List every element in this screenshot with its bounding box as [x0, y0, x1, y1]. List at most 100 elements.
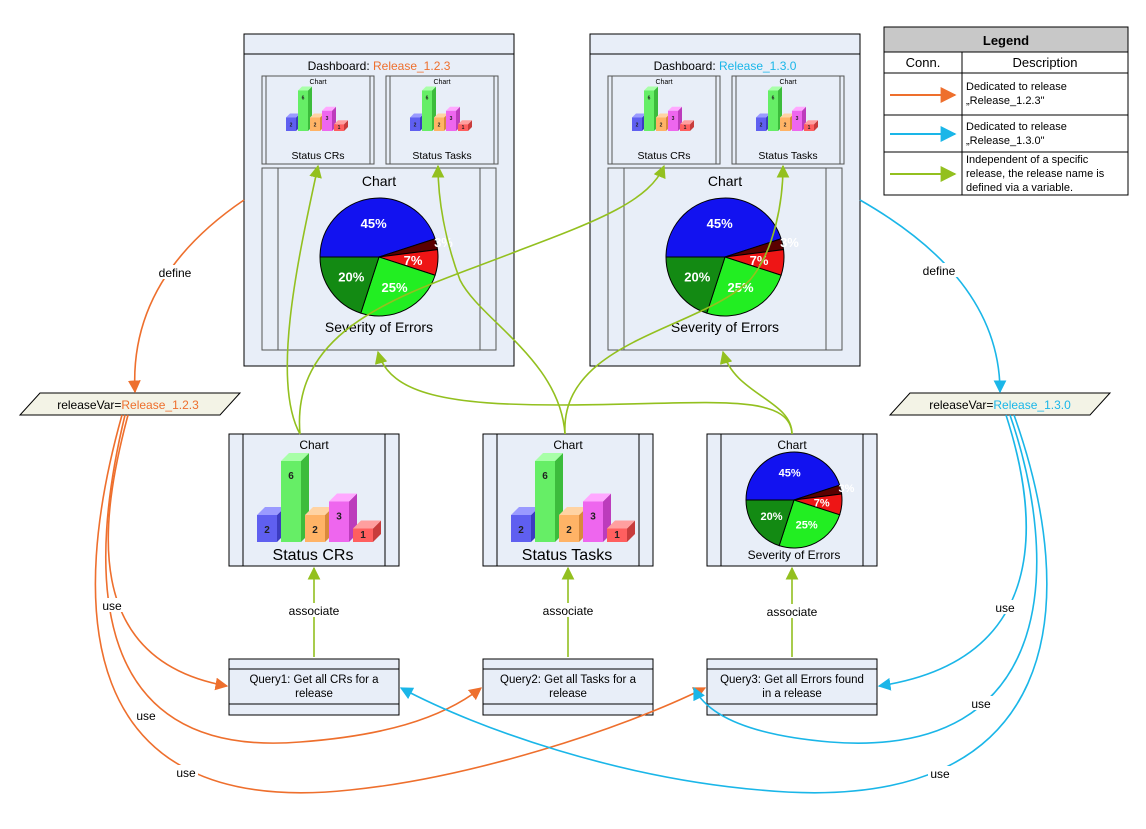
connector-use-123-q3[interactable] [94, 414, 707, 794]
chart-severity-errors[interactable]: Chart 45%3%7%25%20% Severity of Errors [706, 433, 878, 567]
legend: Legend Conn. Description Dedicated to re… [883, 26, 1129, 196]
bar-3: 2 [559, 507, 587, 542]
bar-value-label: 2 [438, 123, 441, 129]
label-use: use [176, 766, 196, 780]
mini-chart-title: Status CRs [637, 150, 690, 162]
connector-severity-to-dash1[interactable] [374, 350, 793, 435]
bar-5: 1 [353, 520, 381, 542]
pie-slice-1 [319, 197, 436, 258]
query-2-line-1: Query2: Get all Tasks for a [500, 674, 637, 686]
bar-top [434, 113, 448, 118]
bar-top [410, 113, 424, 118]
connector-use-130-q2[interactable] [693, 414, 1038, 744]
bar-1: 2 [511, 507, 539, 542]
bar-top [511, 507, 539, 515]
variable-release-130[interactable]: releaseVar=Release_1.3.0 [888, 392, 1112, 416]
bar-value-label: 3 [796, 116, 799, 122]
bar-top [322, 106, 336, 111]
connector-use-123-q2[interactable] [105, 414, 483, 744]
connector-use-123-q1[interactable] [107, 414, 229, 691]
chart-header: Chart [553, 438, 583, 452]
bar-top [353, 520, 381, 529]
connector-use-130-q3[interactable] [877, 414, 1027, 691]
bar-top [559, 507, 587, 515]
bar-front [768, 90, 778, 131]
dashboard-2-prefix: Dashboard: [654, 59, 719, 73]
dashboard-pie-frame[interactable]: Chart 45%3%7%25%20% Severity of Errors [261, 167, 497, 351]
bar-chart: 2 6 2 31 [257, 453, 381, 542]
bar-1: 2 [257, 507, 285, 542]
bar-value-label: 2 [660, 123, 663, 129]
legend-col-conn: Conn. [906, 55, 941, 70]
pie-slice-2 [665, 256, 726, 314]
mini-chart-title: Status CRs [291, 150, 344, 162]
bar-side [344, 120, 348, 131]
legend-desc-3a: Independent of a specific [966, 154, 1089, 166]
bar-value-label: 2 [518, 525, 524, 536]
connector-tasks-to-dash2[interactable] [564, 164, 790, 435]
connector-crs-to-dash1[interactable] [286, 164, 322, 435]
bar-2: 6 [422, 86, 436, 131]
bar-2: 6 [535, 453, 563, 542]
bar-value-label: 3 [336, 512, 342, 523]
mini-chart-header: Chart [779, 79, 796, 86]
bar-value-label: 3 [590, 512, 596, 523]
label-associate: associate [543, 604, 594, 618]
bar-front [298, 90, 308, 131]
variable-release-123[interactable]: releaseVar=Release_1.2.3 [18, 392, 242, 416]
bar-front [656, 117, 666, 131]
bar-value-label: 6 [542, 471, 548, 482]
bar-top [334, 120, 348, 125]
bar-value-label: 2 [290, 123, 293, 129]
bar-1: 2 [756, 113, 770, 131]
bar-top [310, 113, 324, 118]
dashboard-pie-frame[interactable]: Chart 45%3%7%25%20% Severity of Errors [607, 167, 843, 351]
connector-define-130[interactable] [859, 199, 1007, 394]
bar-top [656, 113, 670, 118]
connector-use-130-q1[interactable] [399, 414, 1048, 794]
pie-slice-label: 3% [780, 235, 799, 250]
query-2[interactable]: Query2: Get all Tasks for a release [482, 658, 654, 716]
bar-1: 2 [410, 113, 424, 131]
legend-desc-1b: „Release_1.2.3" [966, 95, 1045, 107]
bar-top [281, 453, 309, 461]
connector-crs-to-dash2[interactable] [298, 164, 666, 435]
bar-5: 1 [334, 120, 348, 131]
bar-top [644, 86, 658, 91]
bar-4: 3 [792, 106, 806, 131]
bar-front [458, 124, 468, 131]
pie-slice-2 [319, 256, 380, 314]
bar-value-label: 2 [312, 525, 318, 536]
connector-define-123[interactable] [127, 199, 245, 394]
svg-text:releaseVar=Release_1.2.3: releaseVar=Release_1.2.3 [57, 398, 199, 412]
bar-top [583, 493, 611, 502]
connector-tasks-to-dash1[interactable] [431, 164, 566, 435]
pie-title: Severity of Errors [671, 319, 779, 335]
bar-front [257, 515, 277, 542]
bar-front [607, 528, 627, 542]
bar-front [559, 515, 579, 542]
query-3-line-2: in a release [762, 688, 821, 700]
bar-value-label: 6 [288, 471, 294, 482]
connector-severity-to-dash2[interactable] [719, 350, 793, 435]
bar-2: 6 [644, 86, 658, 131]
bar-3: 2 [310, 113, 324, 131]
bar-4: 3 [329, 493, 357, 542]
svg-text:releaseVar=Release_1.3.0: releaseVar=Release_1.3.0 [929, 398, 1071, 412]
bar-value-label: 1 [462, 125, 465, 131]
dashboard-1-prefix: Dashboard: [308, 59, 373, 73]
query-2-line-2: release [549, 688, 587, 700]
